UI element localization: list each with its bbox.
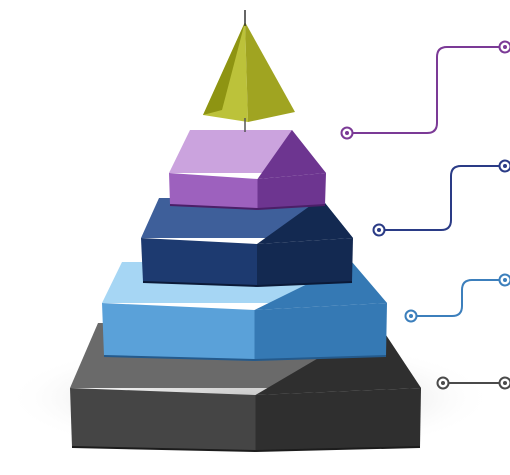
- apex-right-face: [245, 22, 295, 122]
- layer-front-face: [141, 238, 257, 286]
- connector-2: [372, 159, 510, 237]
- layer-front-face: [169, 173, 258, 209]
- layer-slope-facet: [257, 130, 326, 179]
- layer-side-face: [257, 173, 326, 209]
- apex-shade-face: [203, 22, 245, 115]
- connector-start-dot-center: [409, 314, 413, 318]
- layer-slope-facet: [257, 198, 353, 244]
- layer-bottom-edge: [254, 355, 387, 361]
- layer-slope-facet: [254, 262, 387, 310]
- connector-line: [379, 165, 503, 231]
- connector-1: [340, 40, 510, 140]
- layer-bottom-edge: [256, 281, 353, 287]
- connector-line: [411, 279, 503, 317]
- connector-3: [404, 273, 510, 323]
- layer-side-face: [257, 238, 353, 286]
- layer-front-face: [102, 303, 255, 360]
- pyramid-layer-tier-3: [141, 198, 353, 287]
- layer-bottom-edge: [255, 446, 421, 452]
- layer-bottom-edge: [169, 204, 258, 210]
- layer-side-face: [255, 388, 421, 451]
- connector-start-dot-center: [345, 131, 349, 135]
- connector-line: [347, 46, 503, 134]
- layer-bottom-edge: [71, 446, 256, 452]
- connector-end-dot-center: [503, 278, 507, 282]
- layer-bottom-edge: [142, 281, 258, 287]
- layer-front-face: [70, 388, 256, 451]
- connector-end-dot-center: [503, 381, 507, 385]
- layer-bottom-edge: [103, 355, 255, 361]
- connector-start-dot-center: [377, 228, 381, 232]
- connector-4: [436, 376, 510, 390]
- layer-bottom-edge: [257, 204, 326, 210]
- connector-start-dot-center: [441, 381, 445, 385]
- layer-side-face: [254, 303, 387, 360]
- pyramid-layer-apex: [203, 10, 295, 132]
- connector-end-dot-center: [503, 45, 507, 49]
- connector-end-dot-center: [503, 164, 507, 168]
- pyramid-layer-tier-2: [169, 130, 326, 210]
